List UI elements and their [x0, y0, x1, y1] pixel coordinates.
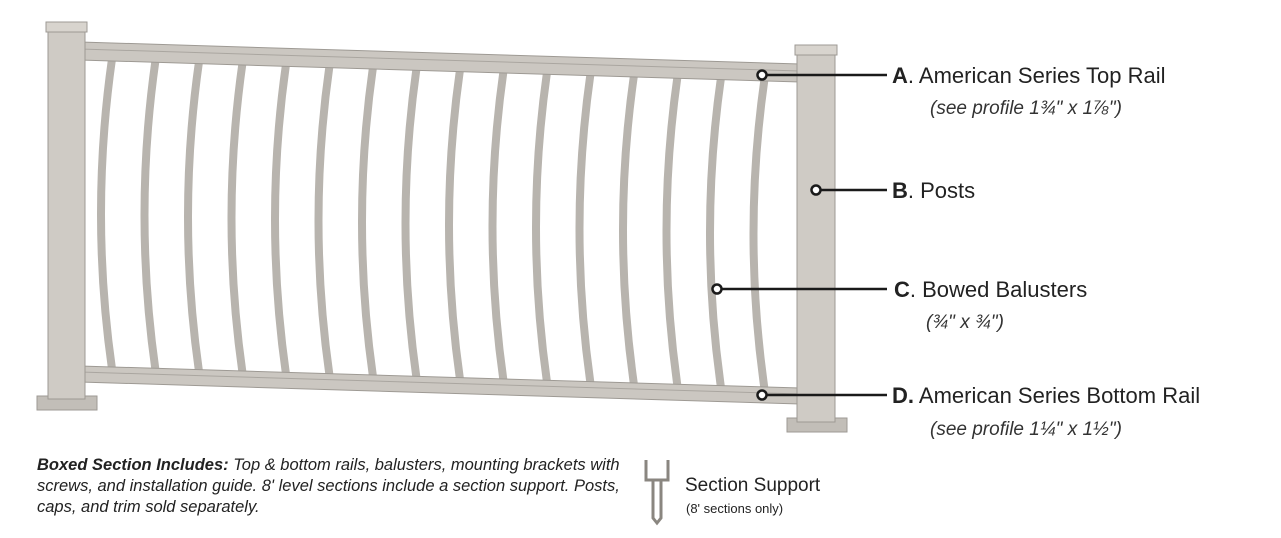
baluster: [662, 75, 682, 387]
leader-dot-b: [810, 184, 822, 196]
left-post: [47, 26, 86, 400]
baluster: [184, 61, 203, 373]
callout-c: C. Bowed Balusters: [894, 277, 1087, 303]
baluster: [314, 65, 334, 377]
callout-d-letter: D.: [892, 383, 914, 408]
boxed-section-note: Boxed Section Includes: Top & bottom rai…: [37, 455, 637, 518]
baluster: [619, 74, 638, 386]
callout-b-letter: B: [892, 178, 908, 203]
callout-d: D. American Series Bottom Rail: [892, 383, 1200, 409]
callout-a: A. American Series Top Rail: [892, 63, 1166, 89]
bottom-rail: [79, 365, 801, 405]
baluster: [227, 62, 247, 374]
callout-d-detail: (see profile 1¼" x 1½"): [930, 419, 1122, 440]
callout-c-detail: (¾" x ¾"): [926, 312, 1004, 333]
baluster: [575, 73, 595, 385]
baluster: [532, 71, 551, 383]
callout-c-name: . Bowed Balusters: [909, 277, 1088, 302]
right-post: [796, 49, 836, 423]
top-rail-edge: [79, 48, 801, 72]
bottom-rail-edge: [79, 371, 801, 395]
callout-b-name: . Posts: [907, 178, 976, 203]
leader-dot-c: [711, 283, 723, 295]
leader-dot-a: [756, 69, 768, 81]
baluster: [401, 67, 421, 379]
bowed-balusters: [97, 58, 769, 390]
baluster: [271, 63, 290, 375]
top-rail: [79, 41, 801, 83]
baluster: [140, 59, 160, 371]
callout-d-name: American Series Bottom Rail: [914, 383, 1201, 408]
leader-dot-d: [756, 389, 768, 401]
right-post-cap: [794, 44, 838, 56]
left-post-cap: [45, 21, 88, 33]
callout-c-letter: C: [894, 277, 910, 302]
section-support-subtitle: (8' sections only): [686, 501, 784, 516]
callout-a-detail: (see profile 1¾" x 1⅞"): [930, 98, 1122, 119]
callout-b: B. Posts: [892, 178, 975, 204]
baluster: [706, 77, 725, 389]
section-support-title: Section Support: [685, 475, 821, 496]
baluster: [445, 69, 464, 381]
callout-a-letter: A: [892, 63, 908, 88]
note-heading: Boxed Section Includes:: [37, 456, 229, 474]
baluster: [97, 58, 116, 370]
baluster: [749, 78, 769, 390]
callout-a-name: . American Series Top Rail: [907, 63, 1166, 88]
section-support-icon: [644, 460, 670, 526]
baluster: [488, 70, 508, 382]
baluster: [358, 66, 377, 378]
note-text: Top & bottom rails, balusters, mounting …: [37, 456, 620, 516]
